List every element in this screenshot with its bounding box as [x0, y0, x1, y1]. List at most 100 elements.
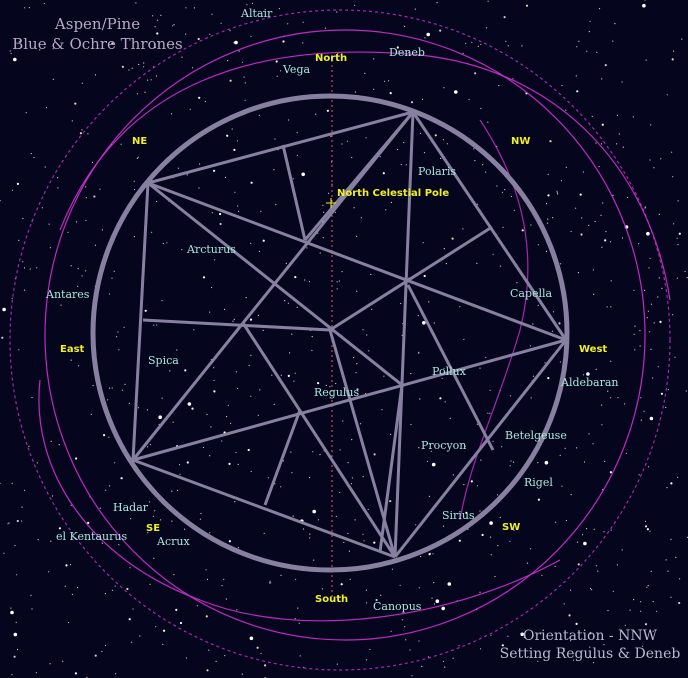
star [586, 372, 590, 376]
star [10, 607, 12, 609]
star [199, 163, 201, 165]
star [65, 564, 68, 567]
star [596, 51, 598, 54]
star [411, 675, 413, 677]
star [35, 672, 38, 674]
star [221, 440, 223, 442]
star-label-hadar: Hadar [113, 501, 149, 514]
star [149, 444, 151, 446]
star [648, 267, 650, 269]
star [601, 424, 603, 426]
star [302, 42, 304, 44]
star [99, 507, 101, 509]
star [103, 434, 106, 437]
star [603, 644, 605, 646]
star [598, 166, 600, 168]
star [328, 192, 330, 194]
star [184, 369, 187, 372]
star [423, 274, 426, 278]
star [319, 252, 321, 254]
star [496, 494, 499, 496]
star [130, 518, 132, 520]
star [670, 538, 672, 541]
star [462, 52, 464, 54]
star [81, 129, 83, 131]
star [430, 450, 432, 452]
star [661, 287, 663, 289]
star [364, 72, 366, 74]
star [71, 593, 73, 596]
throne-line [406, 284, 495, 451]
star [288, 119, 290, 121]
star [385, 209, 387, 211]
star [570, 230, 572, 233]
star [644, 525, 648, 528]
star [665, 559, 667, 561]
star [529, 548, 532, 550]
star [128, 618, 131, 621]
star [403, 141, 405, 144]
star [476, 203, 478, 205]
star-label-rigil-kentaurus: el Kentaurus [56, 530, 128, 543]
star [81, 82, 83, 84]
star [269, 580, 271, 582]
star [646, 586, 648, 588]
star [499, 516, 501, 519]
star [111, 42, 114, 45]
star [532, 323, 534, 325]
star [520, 632, 524, 637]
star [177, 167, 179, 169]
star [665, 406, 667, 409]
star [679, 578, 681, 580]
star [178, 464, 181, 466]
star [604, 64, 607, 67]
star [621, 237, 624, 239]
star [121, 65, 124, 68]
star [175, 46, 177, 48]
star [204, 100, 206, 103]
star [206, 413, 208, 416]
star [646, 528, 650, 531]
star [479, 367, 481, 369]
star [233, 318, 235, 320]
star [294, 372, 296, 374]
star [449, 417, 451, 419]
star [108, 293, 110, 295]
star [154, 26, 156, 28]
star [516, 282, 518, 284]
throne-circle [90, 93, 570, 573]
star [366, 334, 368, 336]
star [225, 598, 227, 600]
star [226, 134, 229, 137]
star [428, 301, 430, 303]
star [597, 570, 599, 572]
star [339, 449, 341, 451]
star [67, 231, 69, 233]
star [400, 302, 402, 305]
star [151, 231, 153, 233]
star [616, 564, 619, 566]
star [634, 349, 636, 351]
star [9, 50, 11, 52]
star [181, 56, 183, 58]
star [11, 674, 13, 676]
star [256, 646, 259, 649]
star [356, 290, 358, 292]
star [490, 634, 492, 636]
star [325, 384, 327, 386]
star [389, 500, 392, 503]
star [49, 247, 52, 249]
star [250, 354, 252, 356]
star [236, 609, 238, 611]
star [360, 217, 362, 219]
star [131, 67, 133, 69]
star [25, 112, 27, 114]
star [563, 603, 565, 605]
star [552, 434, 555, 436]
star [424, 37, 426, 39]
star [666, 94, 668, 96]
star-label-altair: Altair [241, 7, 273, 20]
star [230, 422, 232, 424]
star [104, 593, 106, 595]
star [250, 242, 252, 244]
